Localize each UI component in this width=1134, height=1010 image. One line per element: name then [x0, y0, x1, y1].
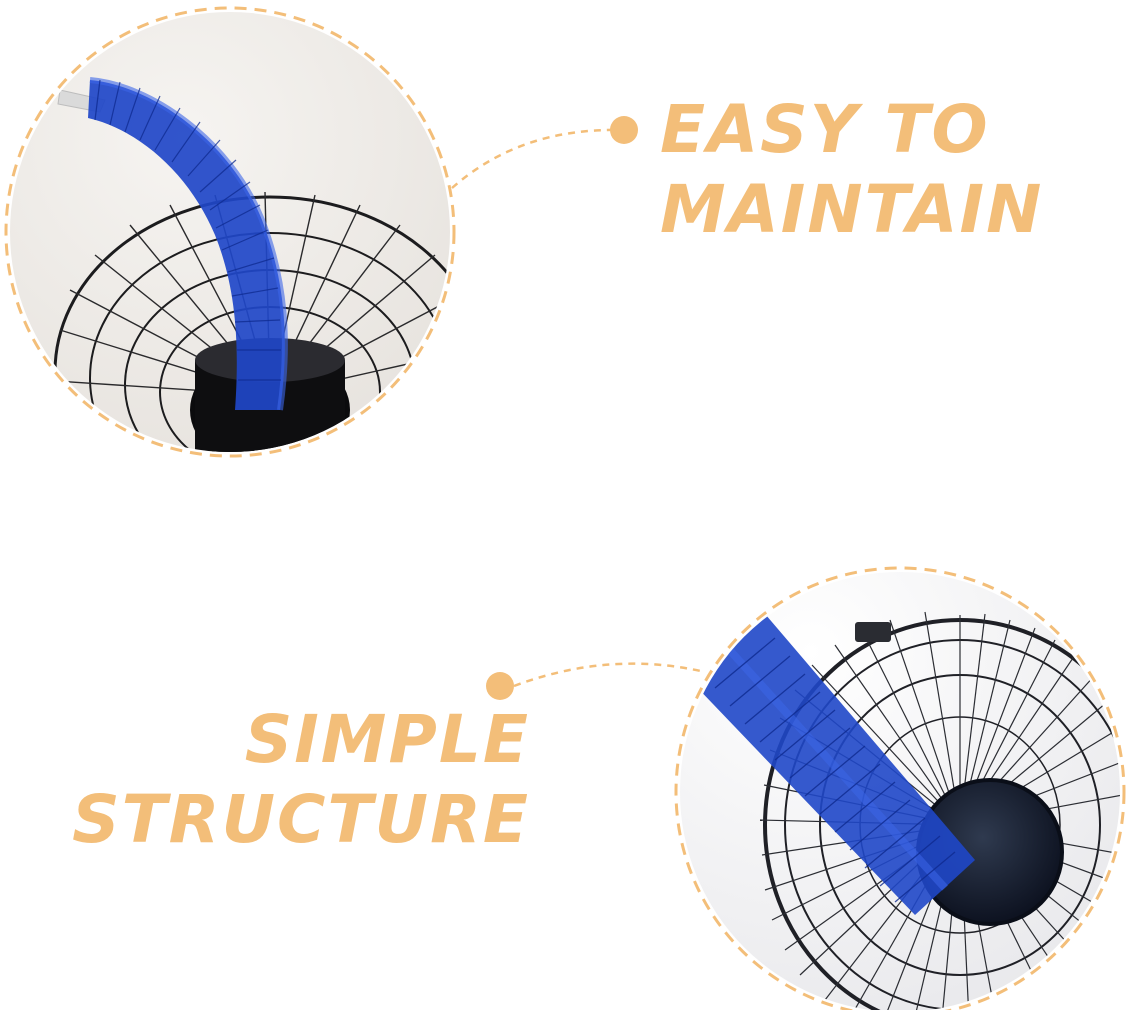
headline-simple-structure: SIMPLE STRUCTURE	[72, 700, 530, 860]
photo-circle-easy-to-maintain	[4, 6, 456, 458]
headline-line-2: MAINTAIN	[660, 171, 1044, 248]
headline-line-1: EASY TO	[660, 91, 990, 168]
blue-brush-top	[57, 77, 288, 411]
headline-line-2: STRUCTURE	[72, 781, 530, 858]
headline-line-1: SIMPLE	[244, 701, 530, 778]
connector-dot	[610, 116, 638, 144]
photo-circle-simple-structure	[674, 566, 1126, 1010]
connector-dot	[486, 672, 514, 700]
connector-simple-structure	[486, 662, 706, 700]
headline-easy-to-maintain: EASY TO MAINTAIN	[660, 90, 1043, 250]
connector-easy-to-maintain	[451, 116, 638, 189]
